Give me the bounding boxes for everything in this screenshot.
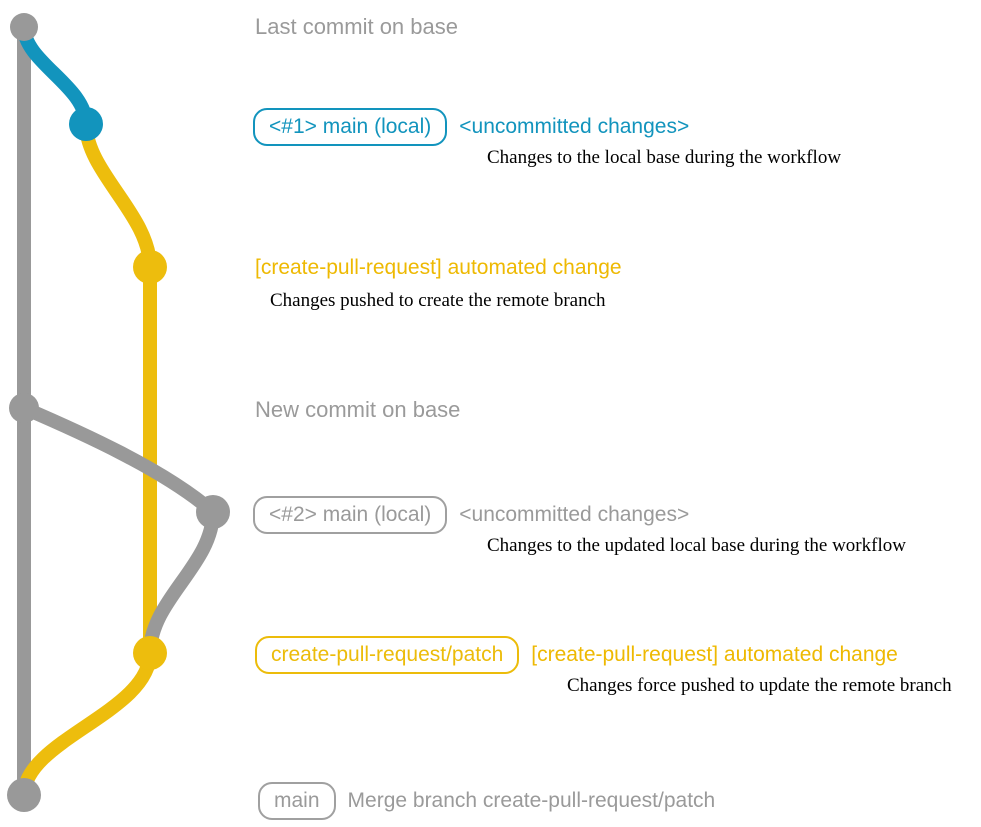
commit-heading-last-commit-on-base: Last commit on base [255,14,458,39]
edge-local2-to-patch2 [143,505,220,660]
commit-subject-automated-change-2: [create-pull-request] automated change [531,643,898,666]
commit-subject-local-2: <uncommitted changes> [459,503,690,526]
graph-nodes [7,13,230,812]
edge-local1-to-patch1 [79,117,157,274]
commit-heading-new-commit-on-base: New commit on base [255,397,461,422]
node-automated-change-2[interactable] [133,636,167,670]
commit-row-automated-change-1: [create-pull-request] automated change [255,253,622,283]
commit-row-local-2: <#2> main (local) <uncommitted changes> [253,496,689,534]
commit-subject-automated-change-1: [create-pull-request] automated change [255,256,622,279]
edge-patch2-to-merge [17,646,157,802]
commit-description-local-2: Changes to the updated local base during… [487,535,906,556]
commit-subject-local-1: <uncommitted changes> [459,115,690,138]
branch-badge-main[interactable]: main [258,782,336,820]
branch-badge-local-2[interactable]: <#2> main (local) [253,496,448,534]
branch-badge-create-pull-request-patch[interactable]: create-pull-request/patch [255,636,520,674]
commit-description-automated-change-1: Changes pushed to create the remote bran… [270,290,606,311]
commit-description-automated-change-2: Changes force pushed to update the remot… [567,675,952,696]
commit-row-merge-commit: main Merge branch create-pull-request/pa… [258,782,715,820]
node-automated-change-1[interactable] [133,250,167,284]
node-local-uncommitted-1[interactable] [69,107,103,141]
node-merge-commit[interactable] [7,778,41,812]
node-new-commit-on-base[interactable] [9,393,39,423]
commit-row-automated-change-2: create-pull-request/patch [create-pull-r… [255,636,898,674]
commit-description-local-1: Changes to the local base during the wor… [487,147,842,168]
edge-base2-to-local2 [17,401,220,519]
commit-subject-merge-commit: Merge branch create-pull-request/patch [347,789,716,812]
commit-row-local-1: <#1> main (local) <uncommitted changes> [253,108,689,146]
node-local-uncommitted-2[interactable] [196,495,230,529]
branch-badge-local-1[interactable]: <#1> main (local) [253,108,448,146]
node-last-commit-on-base[interactable] [10,13,38,41]
